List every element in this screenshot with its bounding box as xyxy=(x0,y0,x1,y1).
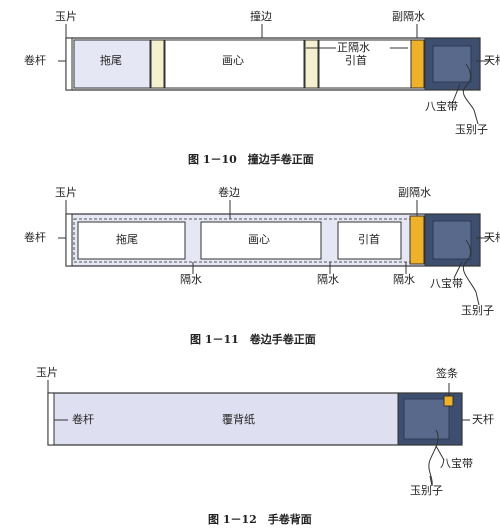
f1-label-lead: 引首 xyxy=(345,54,367,67)
f2-tail-panel xyxy=(77,221,186,260)
f1-caption: 图 1－10 撞边手卷正面 xyxy=(188,153,314,166)
f2-label-heaven-bar: 天杆 xyxy=(484,231,500,244)
f2-ribbon-line xyxy=(462,239,477,293)
f1-label-tail: 拖尾 xyxy=(100,54,122,67)
f2-cover-inner xyxy=(432,220,472,260)
f1-separator-a xyxy=(150,39,165,89)
f3-label-jade-clip: 玉别子 xyxy=(410,484,443,497)
f2-label-core: 画心 xyxy=(248,233,270,246)
f3-ribbon-line xyxy=(428,429,439,487)
f3-label-jade-piece: 玉片 xyxy=(36,366,58,379)
f3-label-strip-shape xyxy=(443,395,454,407)
f1-label-sub-separator: 副隔水 xyxy=(392,10,425,23)
f2-label-jade-piece: 玉片 xyxy=(55,186,77,199)
f3-label-label-strip: 签条 xyxy=(436,367,458,380)
f1-label-core: 画心 xyxy=(222,54,244,67)
f3-label-ribbon: 八宝带 xyxy=(440,457,473,470)
f2-caption: 图 1－11 卷边手卷正面 xyxy=(190,333,316,346)
f1-label-jade-clip: 玉别子 xyxy=(455,123,488,136)
f3-label-heaven-bar: 天杆 xyxy=(472,413,494,426)
f2-label-lead: 引首 xyxy=(358,233,380,246)
f2-label-separator-1: 隔水 xyxy=(180,273,202,286)
f1-label-heaven-bar: 天杆 xyxy=(484,54,500,67)
f2-lead-panel xyxy=(337,221,402,260)
f2-label-sub-separator: 副隔水 xyxy=(398,186,431,199)
f3-rolling-bar-shape xyxy=(47,392,55,446)
f1-tail-panel xyxy=(73,39,151,89)
f2-label-tail: 拖尾 xyxy=(116,233,138,246)
f1-rolling-bar-shape xyxy=(65,37,73,91)
f2-label-separator-3: 隔水 xyxy=(393,273,415,286)
f2-rolling-bar-shape xyxy=(65,213,73,267)
f1-cover-inner xyxy=(432,45,472,83)
f2-label-separator-2: 隔水 xyxy=(317,273,339,286)
f1-label-ribbon: 八宝带 xyxy=(425,100,458,113)
f1-label-edge: 撞边 xyxy=(250,10,272,23)
f1-sub-separator-shape xyxy=(410,39,425,89)
f3-caption: 图 1－12 手卷背面 xyxy=(208,513,312,526)
f2-label-rolling-bar: 卷杆 xyxy=(24,231,46,244)
f3-label-rolling-bar: 卷杆 xyxy=(72,413,94,426)
f1-label-main-separator: 正隔水 xyxy=(337,41,370,54)
f3-cover-inner xyxy=(403,398,450,440)
f3-scroll-body xyxy=(47,392,463,446)
f1-label-rolling-bar: 卷杆 xyxy=(24,54,46,67)
f1-ribbon-line xyxy=(462,63,475,111)
f2-label-ribbon: 八宝带 xyxy=(430,277,463,290)
f1-main-separator-shape xyxy=(304,39,319,89)
f3-label-backing: 覆背纸 xyxy=(222,413,255,426)
f2-core-panel xyxy=(200,221,322,260)
f1-label-jade-piece: 玉片 xyxy=(55,10,77,23)
f2-label-jade-clip: 玉别子 xyxy=(461,304,494,317)
f1-core-panel xyxy=(164,39,305,89)
f2-label-edge: 卷边 xyxy=(218,186,240,199)
